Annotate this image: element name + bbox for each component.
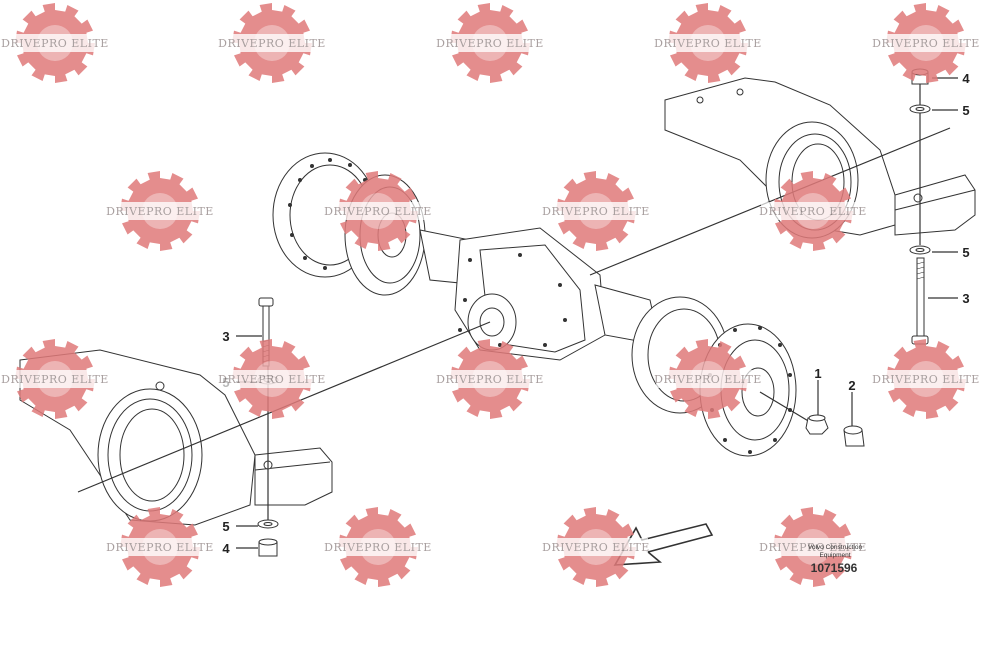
left-bolt-head [258, 297, 274, 307]
watermark-text: DRIVEPRO ELITE [324, 205, 432, 218]
brand-line-2: Equipment [819, 552, 850, 559]
watermark-text: DRIVEPRO ELITE [542, 205, 650, 218]
callout-5-left-bottom: 5 [222, 519, 229, 534]
watermark-text: DRIVEPRO ELITE [436, 37, 544, 50]
watermark-text: DRIVEPRO ELITE [759, 541, 867, 554]
watermark-logo: DRIVEPRO ELITE [324, 507, 432, 587]
watermark-logo: DRIVEPRO ELITE [759, 507, 867, 587]
watermark-text: DRIVEPRO ELITE [542, 541, 650, 554]
watermark-logo: DRIVEPRO ELITE [872, 3, 980, 83]
callout-3-left: 3 [222, 329, 229, 344]
watermark-logo: DRIVEPRO ELITE [1, 3, 109, 83]
watermark-logo: DRIVEPRO ELITE [654, 3, 762, 83]
watermark-text: DRIVEPRO ELITE [872, 373, 980, 386]
watermark-logo: DRIVEPRO ELITE [218, 3, 326, 83]
callout-3-right: 3 [962, 291, 969, 306]
watermark-logo: DRIVEPRO ELITE [872, 339, 980, 419]
watermark-text: DRIVEPRO ELITE [106, 541, 214, 554]
left-axle-bracket [19, 349, 333, 526]
watermark-text: DRIVEPRO ELITE [1, 373, 109, 386]
watermark-logo: DRIVEPRO ELITE [759, 171, 867, 251]
watermark-text: DRIVEPRO ELITE [436, 373, 544, 386]
watermark-text: DRIVEPRO ELITE [218, 373, 326, 386]
watermark-text: DRIVEPRO ELITE [106, 205, 214, 218]
watermark-text: DRIVEPRO ELITE [872, 37, 980, 50]
watermark-layer: DRIVEPRO ELITE DRIVEPRO ELITE DRIVEPRO ELI… [1, 3, 980, 587]
watermark-text: DRIVEPRO ELITE [654, 37, 762, 50]
watermark-logo: DRIVEPRO ELITE [1, 339, 109, 419]
callout-4-left: 4 [222, 541, 230, 556]
fittings [805, 414, 865, 447]
watermark-logo: DRIVEPRO ELITE [218, 339, 326, 419]
watermark-logo: DRIVEPRO ELITE [542, 171, 650, 251]
drawing-number: 1071596 [811, 561, 858, 575]
watermark-logo: DRIVEPRO ELITE [654, 339, 762, 419]
watermark-logo: DRIVEPRO ELITE [106, 171, 214, 251]
watermark-text: DRIVEPRO ELITE [1, 37, 109, 50]
callout-1: 1 [814, 366, 821, 381]
drawing-footer: Volvo Construction Equipment 1071596 [808, 544, 863, 575]
callout-5-right-bottom: 5 [962, 245, 969, 260]
watermark-logo: DRIVEPRO ELITE [324, 171, 432, 251]
watermark-text: DRIVEPRO ELITE [759, 205, 867, 218]
callout-5-right-top: 5 [962, 103, 969, 118]
right-bolt-shank [916, 257, 925, 337]
brand-line-1: Volvo Construction [808, 544, 863, 551]
watermark-logo: DRIVEPRO ELITE [542, 507, 650, 587]
watermark-logo: DRIVEPRO ELITE [106, 507, 214, 587]
callout-4-right: 4 [962, 71, 970, 86]
watermark-logo: DRIVEPRO ELITE [436, 339, 544, 419]
callout-2: 2 [848, 378, 855, 393]
watermark-logo: DRIVEPRO ELITE [436, 3, 544, 83]
watermark-text: DRIVEPRO ELITE [324, 541, 432, 554]
watermark-text: DRIVEPRO ELITE [218, 37, 326, 50]
watermark-text: DRIVEPRO ELITE [654, 373, 762, 386]
